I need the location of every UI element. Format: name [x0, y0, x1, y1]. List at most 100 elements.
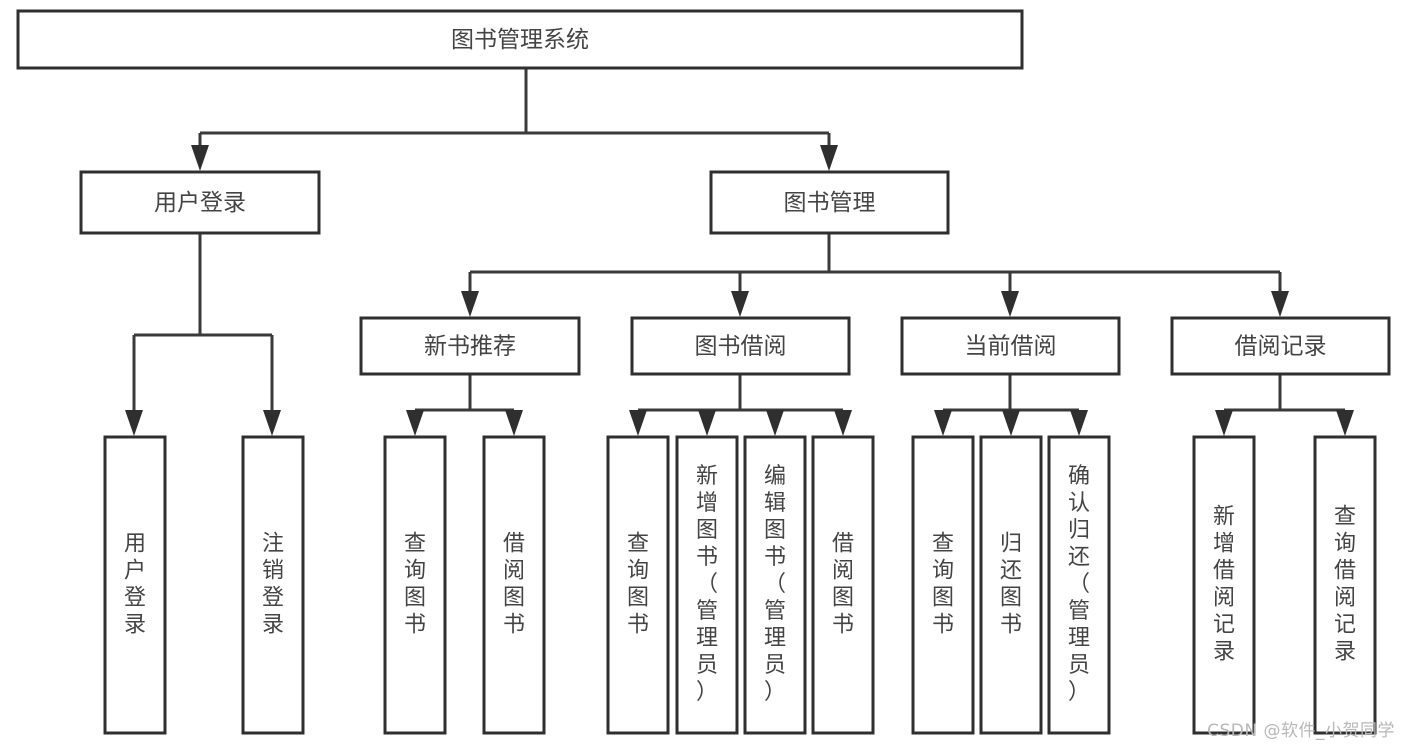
connector-group-current-to-leaves	[934, 374, 1088, 436]
node-box[interactable]	[79, 170, 321, 235]
node-box[interactable]	[811, 435, 875, 735]
node-label: 图书管理系统	[451, 27, 589, 53]
node-label-char: 书	[932, 613, 954, 638]
node-box[interactable]	[16, 9, 1024, 70]
node-root-root[interactable]: 图书管理系统	[16, 9, 1024, 70]
node-label: 新书推荐	[424, 334, 516, 360]
node-box[interactable]	[482, 435, 546, 735]
node-box[interactable]	[383, 435, 447, 735]
node-label-char: 借	[503, 532, 525, 557]
node-label-char: 理	[1068, 626, 1090, 651]
node-label-char: 录	[262, 613, 284, 638]
node-leaf-leaf-user-login[interactable]: 用户登录	[103, 435, 167, 735]
node-label-char: 登	[262, 586, 284, 611]
node-label-char: 用	[124, 532, 146, 557]
node-label-char: ）	[1068, 680, 1090, 705]
node-level3-borrow-record[interactable]: 借阅记录	[1170, 316, 1391, 376]
node-label-char: 管	[696, 599, 718, 624]
node-label-char: 增	[1213, 532, 1235, 557]
node-label-char: 新	[1213, 505, 1235, 530]
node-box[interactable]	[709, 170, 950, 235]
node-label-char: 阅	[832, 559, 854, 584]
node-label-char: 书	[832, 613, 854, 638]
node-label-char: 录	[1213, 640, 1235, 665]
node-label-char: 询	[627, 559, 649, 584]
node-label-char: 归	[1000, 532, 1022, 557]
node-label-char: 确	[1068, 464, 1090, 489]
node-label-char: 阅	[1334, 586, 1356, 611]
node-label-char: 查	[932, 532, 954, 557]
node-level3-current-borrow[interactable]: 当前借阅	[900, 316, 1121, 376]
node-label-char: 图	[627, 586, 649, 611]
arrow-head-icon	[191, 145, 209, 171]
node-label-char: ）	[696, 680, 718, 705]
arrow-head-icon	[1070, 410, 1088, 436]
node-label-char: 查	[404, 532, 426, 557]
node-label-char: 询	[404, 559, 426, 584]
node-box[interactable]	[1047, 435, 1111, 735]
arrow-head-icon	[766, 410, 784, 436]
node-box[interactable]	[103, 435, 167, 735]
connector-group-book-management-to-level3	[461, 233, 1289, 317]
arrow-head-icon	[263, 410, 281, 436]
node-box[interactable]	[241, 435, 305, 735]
connector-group-user-login-to-leaves	[125, 233, 281, 436]
node-label-char: 查	[1334, 505, 1356, 530]
node-box[interactable]	[1192, 435, 1256, 735]
connector-group-borrow-to-leaves	[629, 374, 852, 436]
node-label-char: 录	[1334, 640, 1356, 665]
connector-group-record-to-leaves	[1215, 374, 1354, 436]
node-level3-new-book-recommend[interactable]: 新书推荐	[359, 316, 581, 376]
arrow-head-icon	[125, 410, 143, 436]
node-box[interactable]	[630, 316, 851, 376]
node-box[interactable]	[359, 316, 581, 376]
node-level2-user-login[interactable]: 用户登录	[79, 170, 321, 235]
node-label-char: 管	[1068, 599, 1090, 624]
node-box[interactable]	[979, 435, 1043, 735]
node-level3-book-borrow[interactable]: 图书借阅	[630, 316, 851, 376]
node-box[interactable]	[606, 435, 670, 735]
node-box[interactable]	[1313, 435, 1377, 735]
arrow-head-icon	[629, 410, 647, 436]
node-label-char: 员	[696, 653, 718, 678]
node-box[interactable]	[743, 435, 807, 735]
node-box[interactable]	[1170, 316, 1391, 376]
node-label-char: 书	[404, 613, 426, 638]
node-level2-book-management[interactable]: 图书管理	[709, 170, 950, 235]
node-label-char: 借	[832, 532, 854, 557]
arrow-head-icon	[731, 291, 749, 317]
node-label: 借阅记录	[1235, 334, 1327, 360]
node-box[interactable]	[911, 435, 975, 735]
connector-group-recommend-to-leaves	[406, 374, 523, 436]
node-label-char: 辑	[764, 491, 786, 516]
node-label-char: 户	[124, 559, 146, 584]
arrow-head-icon	[1215, 410, 1233, 436]
node-box[interactable]	[900, 316, 1121, 376]
arrow-head-icon	[820, 145, 838, 171]
node-label-char: 查	[627, 532, 649, 557]
node-label-char: 阅	[503, 559, 525, 584]
node-label-vertical: 用户登录	[124, 532, 146, 638]
node-label-char: 注	[262, 532, 284, 557]
connector-group-root-to-level2	[191, 68, 838, 171]
node-label-char: ）	[764, 680, 786, 705]
node-label-char: 管	[764, 599, 786, 624]
node-box[interactable]	[675, 435, 739, 735]
